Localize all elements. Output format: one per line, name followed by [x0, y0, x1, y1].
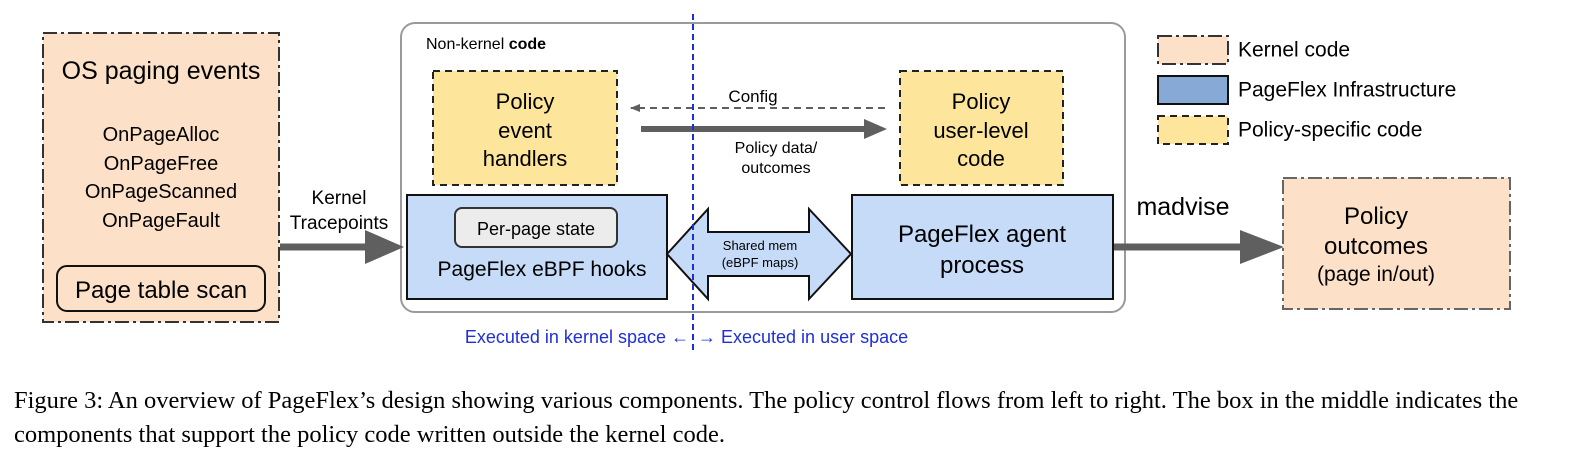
userlevel-line1: Policy: [952, 89, 1011, 114]
figure-caption: Figure 3: An overview of PageFlex’s desi…: [14, 387, 1519, 448]
agent-process-label-line2: process: [940, 252, 1024, 279]
legend-policy-label: Policy-specific code: [1238, 119, 1422, 142]
tracepoints-label-line2: Tracepoints: [290, 213, 389, 234]
policy-data-label-line2: outcomes: [741, 160, 810, 177]
outcomes-line3: (page in/out): [1317, 263, 1435, 286]
legend-kernel-label: Kernel code: [1238, 39, 1350, 62]
kernel-space-label: Executed in kernel space ←: [465, 327, 689, 347]
page-table-scan-box: [56, 265, 266, 312]
per-page-state-label: Per-page state: [477, 219, 595, 239]
config-label: Config: [728, 87, 777, 106]
nonkernel-container: [400, 22, 1126, 313]
legend: Kernel code PageFlex Infrastructure Poli…: [1157, 35, 1456, 145]
shared-mem-label-line2: (eBPF maps): [722, 255, 799, 270]
shared-mem-label-line1: Shared mem: [723, 238, 797, 253]
policy-event-handlers-box: [432, 70, 618, 186]
legend-kernel-swatch: [1157, 35, 1229, 65]
tracepoints-label-line1: Kernel: [312, 188, 367, 209]
madvise-arrow: [1114, 230, 1284, 264]
event-on-page-scanned: OnPageScanned: [85, 181, 237, 203]
policy-outcomes-box: [1282, 177, 1511, 310]
event-on-page-alloc: OnPageAlloc: [103, 124, 220, 146]
handlers-line2: event: [498, 118, 552, 143]
policy-data-arrow: [641, 119, 887, 139]
shared-mem-arrow: [665, 206, 853, 302]
agent-process-box: [851, 194, 1114, 300]
legend-infra-label: PageFlex Infrastructure: [1238, 79, 1456, 102]
policy-user-level-code-box: [899, 70, 1064, 186]
os-paging-events-title: OS paging events: [62, 57, 261, 85]
tracepoints-arrow: [280, 230, 404, 264]
legend-policy-swatch: [1157, 115, 1229, 145]
user-space-label: → Executed in user space: [698, 327, 908, 347]
per-page-state-box: [454, 207, 618, 248]
userlevel-line3: code: [957, 146, 1005, 171]
outcomes-line1: Policy: [1344, 203, 1408, 230]
page-table-scan-label: Page table scan: [75, 277, 247, 304]
outcomes-line2: outcomes: [1324, 233, 1428, 260]
ebpf-hooks-label: PageFlex eBPF hooks: [438, 258, 647, 281]
policy-data-label-line1: Policy data/: [735, 140, 818, 157]
legend-infra-swatch: [1157, 75, 1229, 105]
event-on-page-free: OnPageFree: [104, 153, 219, 175]
nonkernel-label: Non-kernel code: [426, 36, 546, 53]
userlevel-line2: user-level: [933, 118, 1028, 143]
event-on-page-fault: OnPageFault: [102, 210, 220, 232]
agent-process-label-line1: PageFlex agent: [898, 221, 1066, 248]
handlers-line3: handlers: [483, 146, 567, 171]
madvise-label: madvise: [1136, 193, 1229, 221]
handlers-line1: Policy: [496, 89, 555, 114]
